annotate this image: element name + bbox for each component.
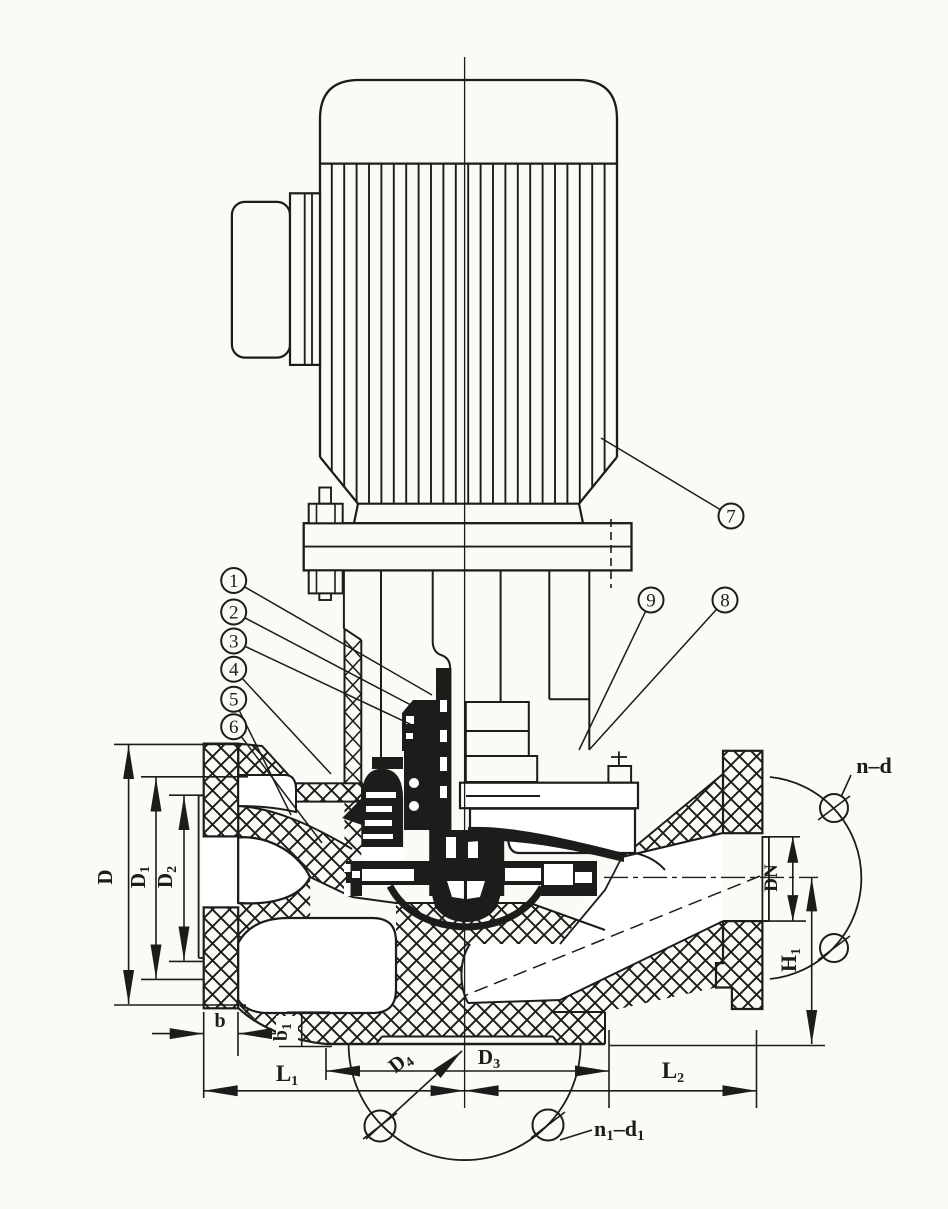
svg-text:n–d: n–d (856, 753, 891, 778)
svg-text:3: 3 (229, 632, 239, 653)
svg-text:5: 5 (229, 690, 239, 711)
svg-text:n1–d1: n1–d1 (594, 1116, 645, 1144)
svg-text:4: 4 (229, 660, 239, 681)
svg-text:9: 9 (646, 591, 656, 612)
svg-text:1: 1 (229, 571, 239, 592)
svg-text:2: 2 (229, 603, 239, 624)
svg-text:7: 7 (726, 507, 736, 528)
svg-text:8: 8 (720, 591, 730, 612)
svg-text:6: 6 (229, 717, 239, 738)
svg-text:D: D (93, 869, 117, 884)
svg-text:b: b (214, 1010, 225, 1032)
